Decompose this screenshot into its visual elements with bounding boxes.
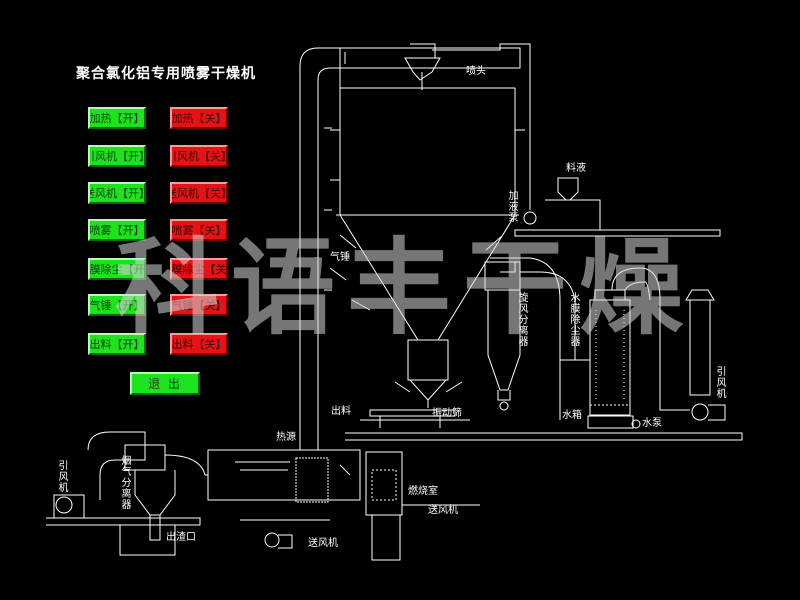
feed-tank bbox=[545, 177, 601, 230]
label-discharge: 出料 bbox=[331, 406, 351, 417]
label-water-tank: 水箱 bbox=[562, 410, 582, 421]
label-blower-right: 送风机 bbox=[428, 505, 458, 516]
tower-cone bbox=[339, 214, 516, 341]
furnace bbox=[207, 449, 361, 501]
smoke-separator bbox=[87, 431, 146, 500]
feed-pump bbox=[523, 211, 537, 225]
page-title: 聚合氯化铝专用喷雾干燥机 bbox=[76, 66, 256, 82]
induced-fan-on-button[interactable]: 引风机【开】 bbox=[88, 145, 146, 167]
label-combustion: 燃烧室 bbox=[408, 486, 438, 497]
chimney bbox=[685, 289, 715, 396]
label-feed: 料液 bbox=[566, 163, 586, 174]
label-water-film: 水膜除尘器 bbox=[568, 292, 579, 347]
tower-top bbox=[339, 47, 521, 69]
induced-fan-right bbox=[691, 403, 709, 421]
air-hammer-off-button[interactable]: 气锤【关】 bbox=[170, 294, 228, 316]
label-vibrating-screen: 振动筛 bbox=[432, 408, 462, 419]
label-induced-fan-left: 引风机 bbox=[56, 460, 67, 493]
label-water-pump: 水泵 bbox=[642, 418, 662, 429]
label-nozzle: 喷头 bbox=[466, 66, 486, 77]
cyclone-duct bbox=[490, 257, 561, 420]
nozzle bbox=[404, 43, 441, 90]
water-film-on-button[interactable]: 水膜除尘【开】 bbox=[88, 258, 146, 280]
tower-body bbox=[336, 88, 519, 216]
air-hammer-on-button[interactable]: 气锤【开】 bbox=[88, 294, 146, 316]
label-cyclone: 旋风分离器 bbox=[516, 292, 527, 347]
spray-on-button[interactable]: 喷雾【开】 bbox=[88, 219, 146, 241]
label-heat-source: 热源 bbox=[276, 432, 296, 443]
discharge-on-button[interactable]: 出料【开】 bbox=[88, 333, 146, 355]
heating-on-button[interactable]: 加热【开】 bbox=[88, 107, 146, 129]
blower-on-button[interactable]: 送风机【开】 bbox=[88, 182, 146, 204]
blower-off-button[interactable]: 送风机【关】 bbox=[170, 182, 228, 204]
label-air-hammer: 气锤 bbox=[330, 252, 350, 263]
label-feed-pump: 加液泵 bbox=[506, 190, 517, 223]
label-blower-bottom: 送风机 bbox=[308, 538, 338, 549]
discharge-off-button[interactable]: 出料【关】 bbox=[170, 333, 228, 355]
hot-air-duct bbox=[299, 47, 340, 450]
exit-button[interactable]: 退 出 bbox=[130, 372, 200, 395]
label-smoke-separator: 烟气分离器 bbox=[119, 455, 130, 510]
induced-fan-off-button[interactable]: 引风机【关】 bbox=[170, 145, 228, 167]
label-induced-fan-right: 引风机 bbox=[714, 366, 725, 399]
label-slag-outlet: 出渣口 bbox=[166, 532, 196, 543]
water-film-off-button[interactable]: 水膜除尘【关】 bbox=[170, 258, 228, 280]
combustion-chamber bbox=[365, 451, 403, 516]
vibrating-screen bbox=[360, 409, 470, 421]
induced-fan-left bbox=[55, 496, 73, 514]
spray-off-button[interactable]: 喷雾【关】 bbox=[170, 219, 228, 241]
cyclone bbox=[484, 261, 521, 401]
heating-off-button[interactable]: 加热【关】 bbox=[170, 107, 228, 129]
water-film-collector bbox=[589, 289, 631, 416]
